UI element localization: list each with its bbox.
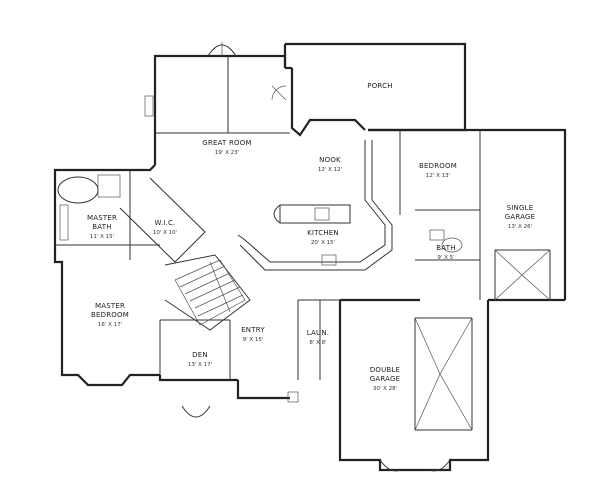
kitchen-fixtures xyxy=(237,140,393,271)
den-label: DEN xyxy=(192,351,208,359)
bath-fixtures xyxy=(57,174,463,253)
room-labels: PORCH GREAT ROOM 19' X 23' NOOK 12' X 12… xyxy=(87,82,535,392)
master-bedroom-label-2: BEDROOM xyxy=(91,311,129,319)
master-bath-size: 11' X 15' xyxy=(90,234,114,240)
great-room-size: 19' X 23' xyxy=(215,150,239,156)
double-garage-label-1: DOUBLE xyxy=(370,366,400,374)
stairs xyxy=(174,259,246,326)
great-room-label: GREAT ROOM xyxy=(202,139,251,147)
master-bath-label-1: MASTER xyxy=(87,214,117,222)
master-bedroom-label-1: MASTER xyxy=(95,302,125,310)
kitchen-size: 20' X 15' xyxy=(311,240,335,246)
nook-size: 12' X 12' xyxy=(318,167,342,173)
porch-label: PORCH xyxy=(367,82,392,90)
wic-label: W.I.C. xyxy=(155,219,176,227)
entry-size: 9' X 15' xyxy=(243,337,264,343)
outer-walls xyxy=(53,42,567,472)
nook-label: NOOK xyxy=(319,156,341,164)
entry-label: ENTRY xyxy=(241,326,265,334)
master-bedroom-size: 16' X 17' xyxy=(98,322,122,328)
laundry-label: LAUN. xyxy=(307,329,329,337)
interior-walls xyxy=(55,56,481,380)
bedroom-size: 12' X 13' xyxy=(426,173,450,179)
double-garage-label-2: GARAGE xyxy=(370,375,401,383)
bath-label: BATH xyxy=(436,244,455,252)
bedroom-label: BEDROOM xyxy=(419,162,457,170)
wic-size: 10' X 10' xyxy=(153,230,177,236)
single-garage-label-1: SINGLE xyxy=(507,204,534,212)
den-size: 13' X 17' xyxy=(188,362,212,368)
single-garage-label-2: GARAGE xyxy=(505,213,536,221)
windows-doors xyxy=(144,42,451,472)
laundry-size: 8' X 8' xyxy=(309,340,326,346)
garage-doors xyxy=(414,249,551,431)
kitchen-label: KITCHEN xyxy=(307,229,339,237)
single-garage-size: 13' X 26' xyxy=(508,224,532,230)
double-garage-size: 30' X 28' xyxy=(373,386,397,392)
bath-size: 9' X 5' xyxy=(437,255,454,261)
master-bath-label-2: BATH xyxy=(92,223,111,231)
